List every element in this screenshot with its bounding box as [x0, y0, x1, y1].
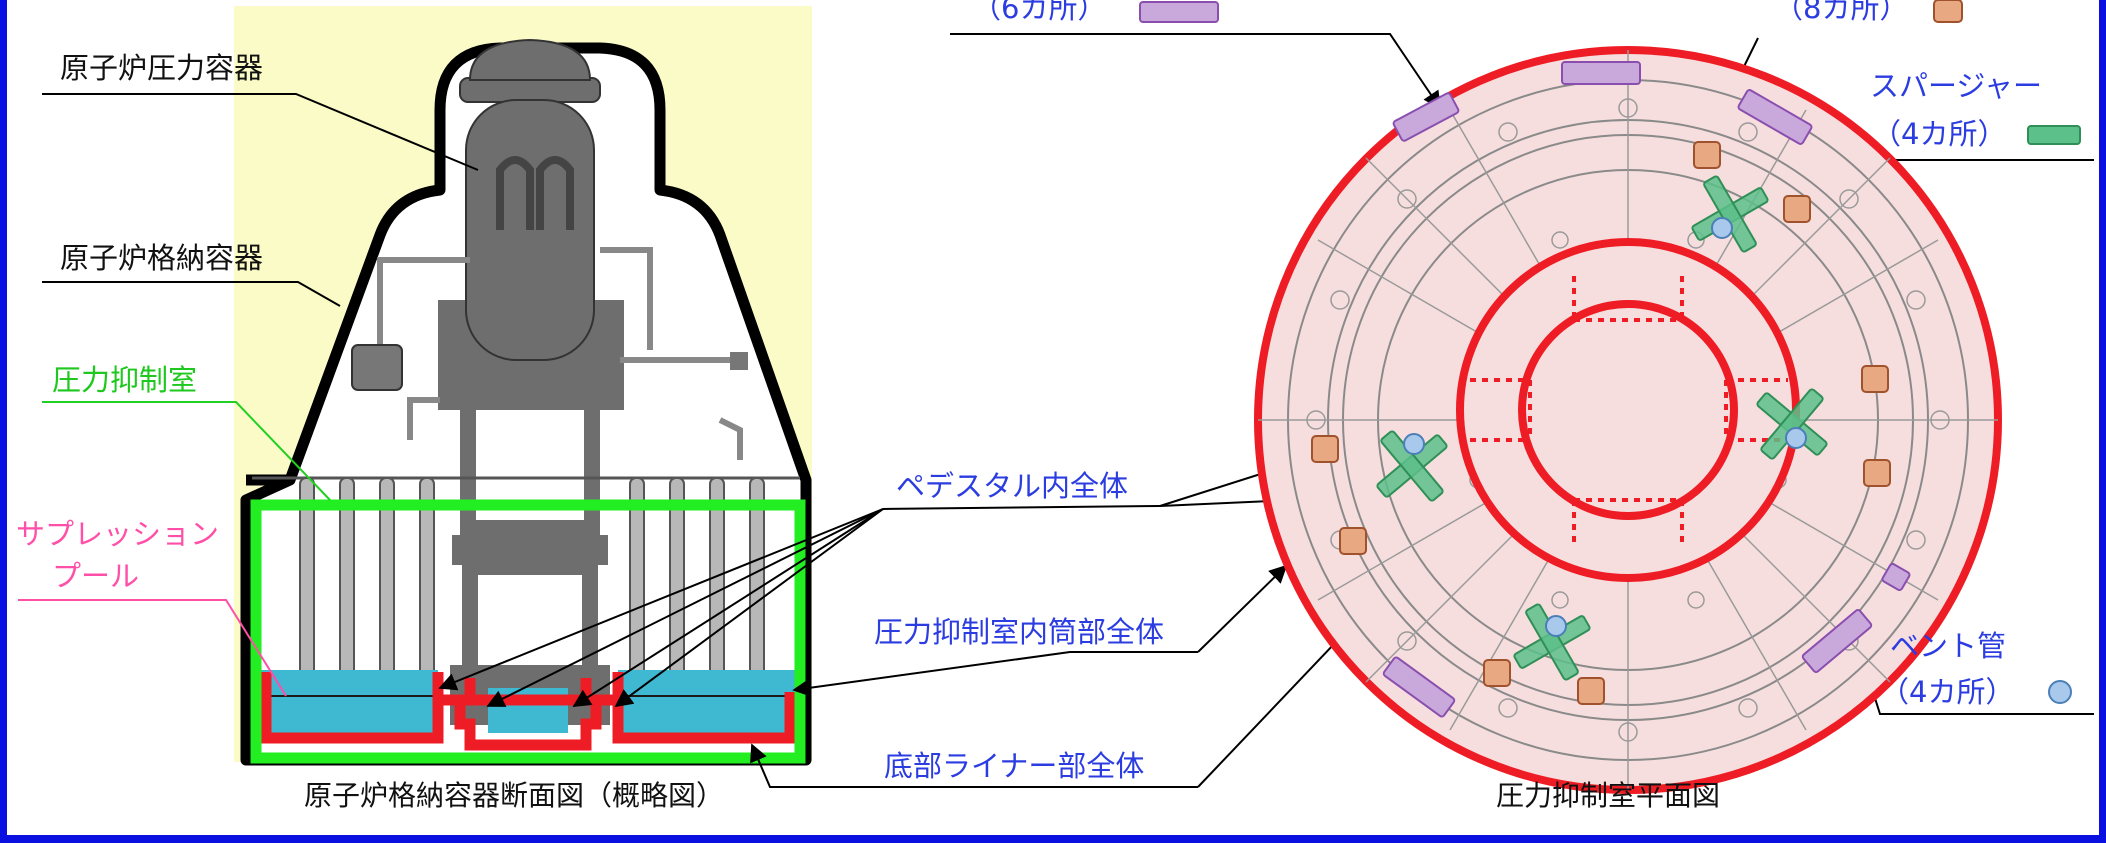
label-sparger-count: （4カ所）	[1872, 117, 2007, 151]
legend-orange-swatch	[1933, 0, 1963, 23]
vent-pipes-left	[299, 477, 435, 729]
plan-view	[1254, 46, 2002, 794]
label-inner-cylinder: 圧力抑制室内筒部全体	[874, 615, 1165, 649]
suppression-pool-water	[258, 670, 798, 738]
label-sparger: スパージャー	[1870, 69, 2042, 103]
rpv-vessel	[459, 38, 601, 361]
label-bottom-liner: 底部ライナー部全体	[884, 749, 1145, 783]
label-eight-places: （8カ所）	[1774, 0, 1909, 25]
containment-cross-section	[234, 6, 812, 766]
passage-dotted	[1470, 276, 1788, 546]
caption-cross-section: 原子炉格納容器断面図（概略図）	[304, 779, 725, 812]
caption-plan-view: 圧力抑制室平面図	[1496, 779, 1721, 812]
label-suppression-chamber: 圧力抑制室	[52, 363, 198, 397]
purple-markers	[1382, 61, 1911, 718]
label-vent-pipe: ベント管	[1890, 629, 2007, 663]
legend-green-swatch	[2027, 125, 2081, 145]
vent-pipe-markers	[1403, 217, 1807, 637]
label-pedestal: ペデスタル内全体	[896, 469, 1129, 503]
sparger-markers	[1376, 175, 1828, 681]
red-liner-outline	[260, 672, 796, 751]
label-suppression-pool-1: サプレッション	[16, 517, 220, 551]
suppression-pool-leader	[18, 599, 287, 697]
label-pcv: 原子炉格納容器	[60, 241, 264, 275]
label-vent-count: （4カ所）	[1880, 675, 2015, 709]
orange-markers	[1311, 141, 1891, 705]
pedestal-ring	[1518, 300, 1738, 520]
legend-purple-swatch	[1139, 1, 1219, 23]
left-leader-lines	[42, 93, 479, 307]
label-six-places: （6カ所）	[972, 0, 1107, 25]
label-suppression-pool-2: プール	[52, 559, 140, 593]
label-rpv: 原子炉圧力容器	[60, 51, 264, 85]
suppression-chamber-box	[250, 499, 806, 764]
suppression-chamber-leader	[42, 401, 331, 501]
legend-vent-swatch	[2048, 680, 2072, 704]
